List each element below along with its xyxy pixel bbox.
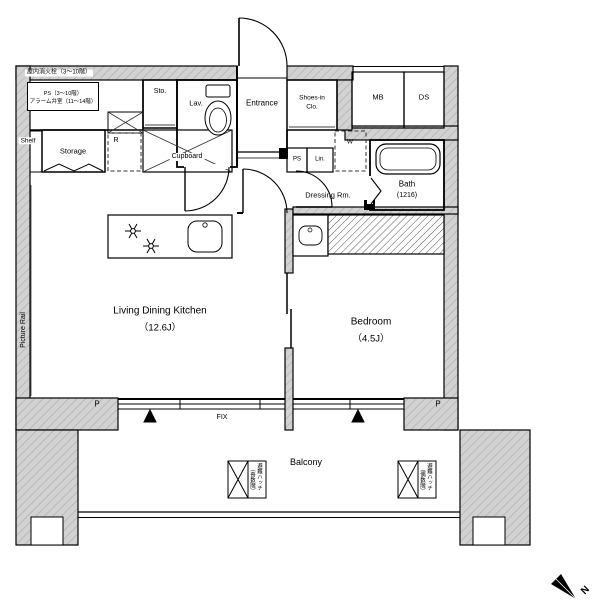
label-cupboard: Cupboard — [169, 152, 205, 162]
fridge-outline — [107, 132, 142, 172]
note-ps-alarm-line1: PS（3～10階） — [43, 90, 83, 97]
label-shelf: Shelf — [18, 137, 38, 145]
walls-layer — [15, 65, 531, 546]
label-balcony: Balcony — [289, 456, 323, 467]
sliding-door — [286, 273, 292, 348]
balcony-structure — [30, 511, 506, 546]
window-lines — [118, 398, 404, 423]
door-swings — [184, 17, 382, 214]
label-entrance: Entrance — [245, 98, 279, 108]
stove-burner-icon — [125, 223, 159, 254]
closet-hatch — [327, 214, 445, 255]
appliance-outlines — [107, 130, 367, 172]
escape-hatch-left-icon — [227, 460, 267, 499]
bath-door-opening — [367, 176, 373, 204]
bathtub-icon — [375, 143, 441, 175]
label-pillar-left: P — [94, 399, 100, 409]
label-ds: DS — [418, 92, 430, 102]
label-shoes-in-clo-line1: Shoes-in — [299, 94, 325, 102]
escape-hatch-right-icon — [397, 460, 437, 499]
label-ldk: Living Dining Kitchen — [113, 305, 207, 317]
label-bath: Bath — [398, 179, 416, 189]
label-lin: Lin. — [315, 156, 325, 163]
label-escape-hatch-right-line1: 避難ハッチ — [426, 463, 433, 491]
note-ps-alarm-line2: アラーム弁室（11～14階） — [29, 98, 97, 105]
toilet-icon — [204, 84, 232, 136]
opening-marker-left — [143, 408, 157, 423]
label-fix: FIX — [216, 413, 228, 421]
label-escape-hatch-right-line2: （偶数階） — [419, 466, 426, 494]
label-storage: Storage — [59, 146, 87, 156]
label-shoes-in-clo-line2: Clo. — [306, 103, 318, 111]
note-fire-hydrant: 屋内消火栓（3～10階） — [24, 69, 94, 77]
label-dressing-room: Dressing Rm. — [305, 190, 351, 200]
label-sto: Sto. — [153, 87, 167, 95]
label-picture-rail: Picture Rail — [19, 312, 27, 348]
room-outlines — [29, 66, 445, 396]
compass-icon — [551, 574, 577, 600]
label-washer: W — [346, 138, 354, 146]
label-ps: PS — [292, 156, 302, 163]
label-pillar-right: P — [435, 399, 441, 409]
note-ps-alarm-box: PS（3～10階） アラーム弁室（11～14階） — [27, 82, 99, 111]
sink-icon — [187, 220, 223, 253]
lav-door-opening — [184, 164, 230, 169]
washer-outline — [334, 130, 367, 172]
kitchen-counter — [107, 214, 233, 259]
label-bedroom: Bedroom — [350, 316, 392, 328]
label-escape-hatch-left-line2: （奇数階） — [249, 466, 256, 494]
label-fridge: R — [113, 136, 119, 144]
vanity-icon — [292, 214, 329, 257]
label-lav: Lav. — [189, 98, 203, 108]
label-mb: MB — [372, 92, 384, 102]
label-bedroom-size: （4.5J） — [352, 333, 390, 345]
label-escape-hatch-left-line1: 避難ハッチ — [256, 463, 263, 491]
opening-marker-right — [351, 408, 365, 423]
column-blocks — [279, 148, 375, 210]
label-ldk-size: （12.6J） — [138, 322, 182, 334]
label-bath-size: (1216) — [396, 191, 418, 199]
